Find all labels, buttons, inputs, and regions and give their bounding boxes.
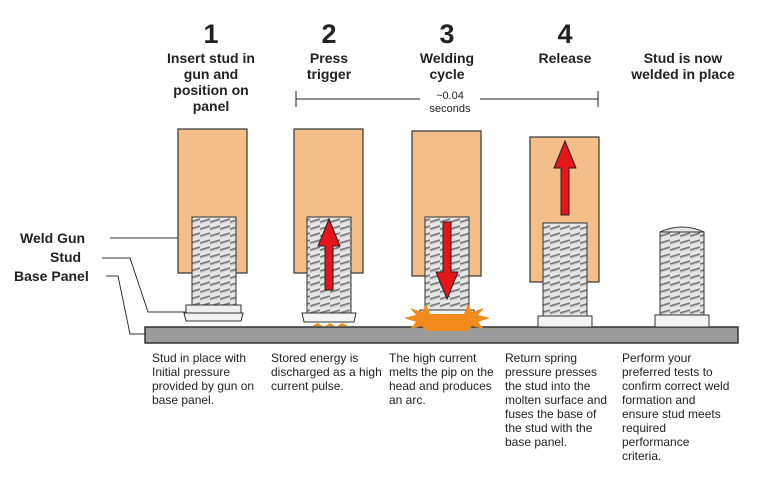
down-arrow [435, 221, 459, 301]
stud-head [185, 304, 242, 314]
legend-leaders [102, 237, 190, 335]
step-1-description: Stud in place with Initial pressure prov… [152, 351, 255, 407]
stud [542, 222, 588, 317]
step-title: Insert stud in gun and position on panel [167, 50, 255, 114]
step-5-graphic [654, 226, 710, 328]
step-2-description: Stored energy is discharged as a high cu… [271, 351, 382, 393]
step-title: Release [538, 50, 592, 66]
legend-weld-gun: Weld Gun [20, 230, 86, 246]
step-title: Welding cycle [419, 50, 475, 82]
stud [659, 231, 705, 316]
step-3-graphic [404, 130, 490, 331]
legend-base-panel: Base Panel [14, 268, 89, 284]
stud-flange [183, 312, 244, 322]
step-title: Press trigger [306, 50, 352, 82]
step-4-description: Return spring pressure presses the stud … [505, 351, 608, 449]
step-4-graphic [529, 136, 600, 328]
step-4-header: 4 Release [500, 18, 630, 66]
step-title: Stud is now welded in place [631, 50, 735, 82]
up-arrow [317, 217, 341, 291]
step-3-description: The high current melts the pip on the he… [389, 351, 494, 407]
step-5-header: Stud is now welded in place [618, 50, 748, 82]
arc-spark [404, 304, 490, 331]
step-number: 4 [557, 19, 573, 49]
step-number: 1 [203, 19, 219, 49]
step-3-header: 3 Welding cycle [382, 18, 512, 82]
step-2-graphic [293, 128, 364, 327]
step-1-graphic [177, 128, 248, 322]
stud-base [537, 315, 593, 328]
spark [312, 323, 348, 327]
stud-flange [301, 312, 357, 323]
legend-stud: Stud [50, 249, 82, 265]
stud-base [654, 314, 710, 328]
up-arrow [553, 139, 577, 216]
timing-value: ~0.04 [436, 90, 464, 102]
step-2-header: 2 Press trigger [264, 18, 394, 82]
step-5-description: Perform your preferred tests to confirm … [622, 351, 730, 463]
step-1-header: 1 Insert stud in gun and position on pan… [146, 18, 276, 114]
stud [191, 216, 237, 306]
timing-unit: seconds [429, 103, 471, 115]
step-number: 3 [439, 19, 455, 49]
timing-label: ~0.04 seconds [420, 90, 480, 116]
step-number: 2 [321, 19, 337, 49]
